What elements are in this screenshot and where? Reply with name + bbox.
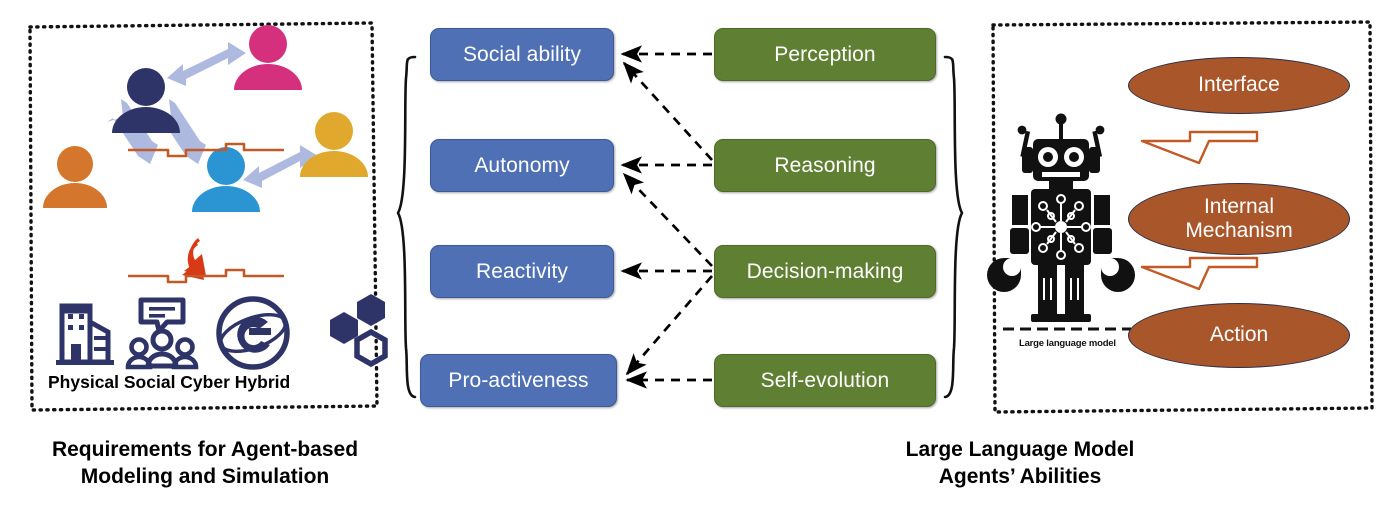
stage-arrows	[128, 142, 284, 284]
requirement-autonomy[interactable]: Autonomy	[430, 139, 614, 192]
ability-label: Reasoning	[774, 153, 876, 177]
person-orange	[43, 146, 107, 208]
person-center	[112, 68, 180, 133]
left-brace	[396, 55, 417, 399]
ability-label: Perception	[774, 42, 876, 66]
cyber-e-icon	[216, 296, 290, 370]
arrow-cyan-yellow	[243, 145, 318, 188]
stage-interface[interactable]: Interface	[1128, 57, 1350, 114]
arrow-reasoning-social	[622, 61, 713, 161]
ability-decision-making[interactable]: Decision-making	[714, 245, 936, 298]
robot-icon	[987, 113, 1135, 331]
person-yellow	[300, 112, 368, 177]
ability-self-evolution[interactable]: Self-evolution	[714, 354, 936, 407]
person-pink	[234, 25, 302, 90]
arrow-center-cyan	[155, 99, 206, 164]
left-panel-caption: Requirements for Agent-based Modeling an…	[40, 437, 370, 491]
requirement-label: Autonomy	[474, 153, 570, 177]
arrow-interface-to-mechanism	[128, 142, 284, 158]
domain-labels: Physical Social Cyber Hybrid	[48, 372, 291, 392]
agent-network	[43, 25, 368, 212]
mapping-arrows	[620, 45, 714, 389]
requirement-reactivity[interactable]: Reactivity	[430, 245, 614, 298]
requirement-social-ability[interactable]: Social ability	[430, 28, 614, 81]
hexagons-hybrid-icon	[330, 294, 388, 368]
stage-label-line2: Mechanism	[1185, 219, 1293, 242]
arrow-decision-proactiveness	[625, 275, 714, 376]
caption-line-2: Modeling and Simulation	[80, 464, 330, 488]
stage-action[interactable]: Action	[1128, 303, 1350, 368]
ability-label: Decision-making	[746, 259, 904, 283]
right-panel-caption: Large Language Model Agents’ Abilities	[855, 437, 1185, 491]
ability-label: Self-evolution	[760, 368, 890, 392]
ability-perception[interactable]: Perception	[714, 28, 936, 81]
community-chat-icon	[125, 297, 199, 370]
right-panel-border	[991, 20, 1374, 414]
stage-label-line1: Internal	[1203, 194, 1275, 218]
arrow-center-pink	[167, 42, 246, 86]
stage-arrow-shapes	[1140, 130, 1259, 291]
block-arrow-1	[1140, 130, 1259, 165]
right-brace	[943, 55, 964, 399]
arrow-decision-autonomy	[622, 172, 713, 267]
stage-label: Interface	[1198, 73, 1280, 97]
caption-line-1: Large Language Model	[905, 438, 1135, 461]
robot-caption: Large language model	[1019, 338, 1116, 349]
person-cyan	[192, 147, 260, 212]
cycle-icon	[182, 238, 206, 280]
arrow-mechanism-to-action	[128, 268, 284, 284]
ability-reasoning[interactable]: Reasoning	[714, 139, 936, 192]
requirement-label: Social ability	[462, 42, 582, 66]
domain-icons	[56, 294, 388, 370]
left-panel-border	[28, 21, 379, 412]
caption-line-2: Agents’ Abilities	[938, 464, 1102, 488]
building-icon	[56, 303, 114, 365]
block-arrow-2	[1140, 256, 1259, 291]
requirement-label: Pro-activeness	[448, 368, 589, 392]
stage-label: Action	[1209, 323, 1269, 347]
caption-line-1: Requirements for Agent-based	[51, 438, 359, 461]
requirement-label: Reactivity	[475, 259, 569, 283]
stage-internal-mechanism[interactable]: Internal Mechanism	[1128, 183, 1350, 255]
requirement-pro-activeness[interactable]: Pro-activeness	[420, 354, 617, 407]
